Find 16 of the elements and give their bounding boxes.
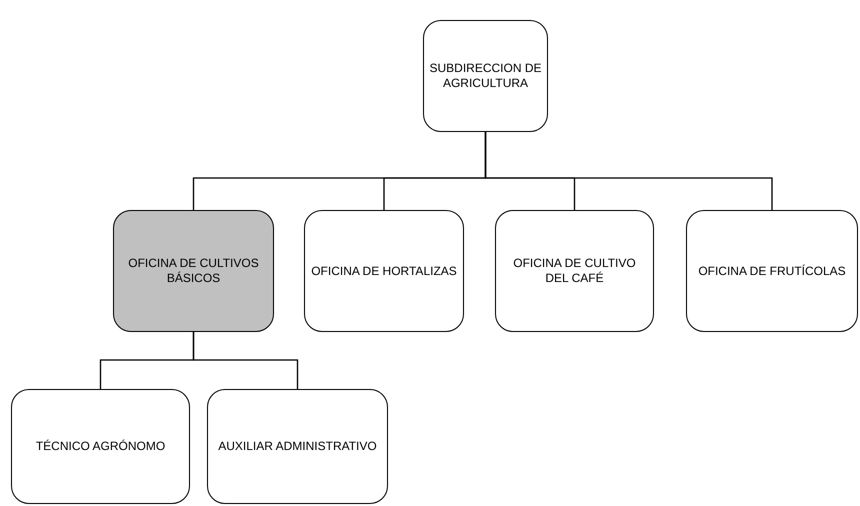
org-box xyxy=(207,389,388,504)
org-box xyxy=(686,210,858,332)
box-label: AUXILIAR ADMINISTRATIVO xyxy=(218,439,377,454)
connector-line xyxy=(192,332,298,389)
box-label: OFICINA DE CULTIVOS BÁSICOS xyxy=(127,256,260,286)
box-label: OFICINA DE FRUTÍCOLAS xyxy=(698,264,846,278)
org-box xyxy=(113,210,274,332)
org-box xyxy=(304,210,464,332)
box-label: OFICINA DE CULTIVO DEL CAFÉ xyxy=(512,256,637,286)
box-label: TÉCNICO AGRÓNOMO xyxy=(36,439,166,454)
org-box xyxy=(11,389,190,504)
org-box xyxy=(495,210,654,332)
connector-line xyxy=(484,132,773,210)
org-box xyxy=(423,20,548,132)
box-label: SUBDIRECCION DE AGRICULTURA xyxy=(428,61,542,91)
box-label: OFICINA DE HORTALIZAS xyxy=(311,264,457,278)
